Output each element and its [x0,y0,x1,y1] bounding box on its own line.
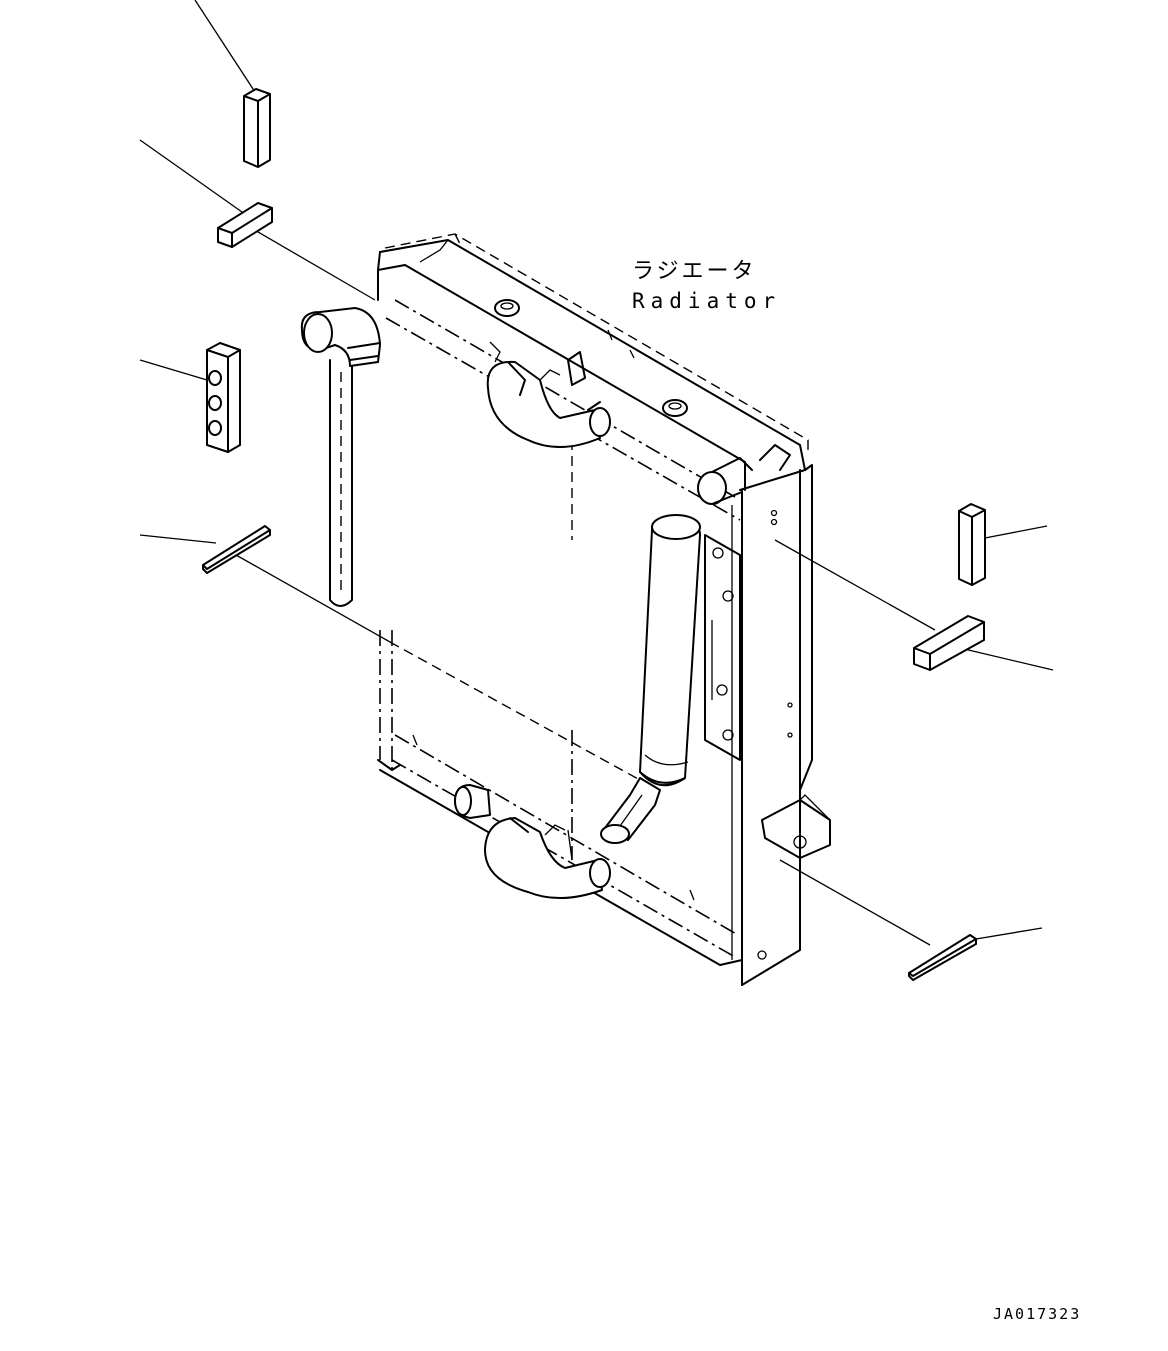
rubber-strip-left [202,525,271,574]
drawing-id: JA017323 [993,1305,1081,1323]
spacer-block-flat-right [913,615,985,671]
spacer-block-tall-top [243,88,271,168]
leader-lines [139,0,1054,941]
radiator-label-en: Radiator [632,289,781,313]
rubber-strip-right [908,934,977,981]
spacer-block-tall-right [958,503,986,586]
radiator-assembly [300,233,831,986]
mounting-block-3-holes [206,342,241,453]
centre-lines [235,224,936,946]
radiator-label-jp: ラジエータ [632,259,757,284]
spacer-block-flat [217,202,273,248]
